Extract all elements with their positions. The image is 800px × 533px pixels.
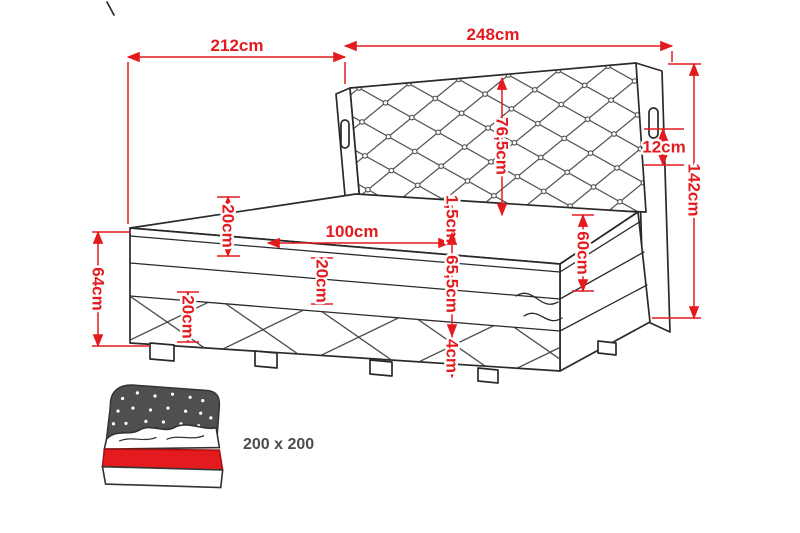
- dimension-label-142: 142cm: [685, 164, 704, 217]
- stitch-swirl: [515, 292, 563, 322]
- dimension-label-12: 12cm: [642, 138, 685, 157]
- dimension-label-76-5: 76,5cm: [493, 117, 512, 175]
- bed-foot: [149, 342, 175, 362]
- dimension-label-20-mid: 20cm: [313, 259, 332, 302]
- crease-tick: [106, 1, 115, 16]
- dimension-20-top: 20cm: [216, 195, 240, 258]
- thumb-base: [101, 465, 224, 489]
- dimension-label-20-low: 20cm: [179, 295, 198, 338]
- dimension-60: 60cm: [571, 213, 595, 293]
- dimension-label-212: 212cm: [211, 36, 264, 55]
- dimension-1-5: 1,5cm: [440, 192, 464, 245]
- dimension-label-4: 4cm: [443, 339, 462, 373]
- layer-seam-line: [129, 262, 561, 300]
- bed-foot: [254, 350, 278, 369]
- dimension-20-low: 20cm: [176, 290, 200, 344]
- dimension-label-248: 248cm: [467, 25, 520, 44]
- led-light-right-icon: [648, 107, 659, 139]
- dimension-12: 12cm: [640, 127, 688, 167]
- headboard-outline: [349, 62, 647, 213]
- dimension-label-1-5: 1,5cm: [443, 195, 462, 243]
- layer-seam-line: [559, 284, 648, 332]
- dimension-4: 4cm: [440, 334, 464, 379]
- dimension-label-60: 60cm: [574, 231, 593, 274]
- dimension-64: 64cm: [86, 230, 150, 348]
- led-light-left-icon: [340, 119, 350, 149]
- layer-seam-line: [559, 220, 642, 273]
- dimension-248: 248cm: [343, 23, 674, 62]
- dimension-label-65-5: 65,5cm: [443, 255, 462, 313]
- dimensions: 212cm 248cm 76,5cm 12cm 142cm: [86, 23, 706, 379]
- thumb-duvet-fold-line: [118, 435, 205, 442]
- dimension-76-5: 76,5cm: [490, 76, 514, 217]
- size-thumbnail: [101, 384, 224, 489]
- dimension-label-100: 100cm: [326, 222, 379, 241]
- bed-foot: [597, 340, 617, 356]
- dimension-100: 100cm: [266, 220, 452, 249]
- dimension-212: 212cm: [126, 34, 347, 224]
- extension-line: [127, 62, 346, 224]
- dimension-label-20-top: 20cm: [219, 204, 238, 247]
- thumb-size-label: 200 x 200: [243, 436, 314, 453]
- layer-seam-line: [129, 235, 561, 273]
- dimension-20-mid: 20cm: [310, 256, 334, 306]
- thumb-duvet: [103, 424, 221, 450]
- bed-foot: [477, 367, 499, 384]
- dimension-label-64: 64cm: [89, 267, 108, 310]
- dimension-65-5: 65,5cm: [440, 231, 464, 338]
- dimension-142: 142cm: [652, 62, 706, 320]
- bed-feet: [149, 340, 617, 384]
- bed-foot: [369, 359, 393, 377]
